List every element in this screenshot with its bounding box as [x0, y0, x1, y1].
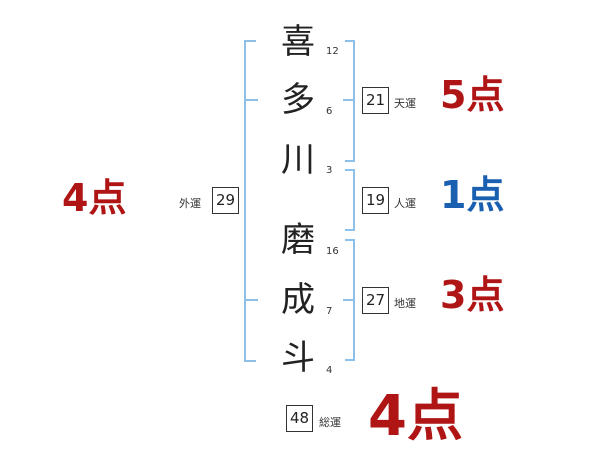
bracket-tick	[246, 99, 258, 101]
stroke-count: 3	[326, 165, 333, 176]
name-char: 成	[281, 280, 315, 320]
jinun-score: 1点	[440, 173, 505, 217]
stroke-count: 12	[326, 46, 339, 57]
tenun-bracket	[345, 40, 355, 162]
jinun-label: 人運	[394, 197, 416, 210]
name-char: 川	[281, 140, 315, 180]
tenun-label: 天運	[394, 97, 416, 110]
stroke-count: 7	[326, 306, 333, 317]
souun-score: 4点	[368, 384, 463, 449]
name-char: 多	[281, 80, 315, 120]
tenun-value: 21	[362, 87, 389, 114]
bracket-tick	[246, 299, 258, 301]
jinun-bracket	[345, 169, 355, 231]
chiun-label: 地運	[394, 297, 416, 310]
stroke-count: 4	[326, 365, 333, 376]
outer-bracket	[244, 40, 256, 362]
chiun-bracket	[345, 239, 355, 361]
souun-value: 48	[286, 405, 313, 432]
tenun-score: 5点	[440, 73, 505, 117]
gaiun-value: 29	[212, 187, 239, 214]
souun-label: 総運	[319, 416, 341, 429]
gaiun-label: 外運	[179, 197, 201, 210]
gaiun-score: 4点	[62, 176, 127, 220]
name-char: 斗	[281, 338, 315, 378]
jinun-value: 19	[362, 187, 389, 214]
bracket-tick	[343, 299, 353, 301]
name-char: 磨	[281, 220, 315, 260]
chiun-value: 27	[362, 287, 389, 314]
bracket-tick	[343, 99, 353, 101]
chiun-score: 3点	[440, 273, 505, 317]
stroke-count: 16	[326, 246, 339, 257]
name-char: 喜	[281, 22, 315, 62]
stroke-count: 6	[326, 106, 333, 117]
